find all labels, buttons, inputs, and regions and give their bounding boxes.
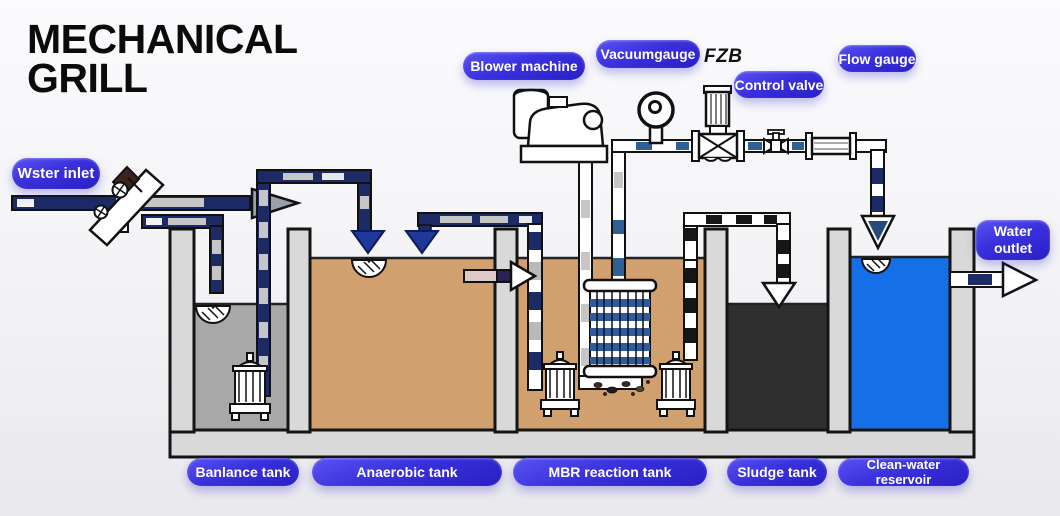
blower-machine bbox=[512, 88, 643, 390]
membrane-module bbox=[582, 278, 658, 396]
label-balance-tank: Banlance tank bbox=[187, 458, 299, 486]
water-outlet-arrow bbox=[1001, 260, 1039, 298]
flow-gauge-device bbox=[805, 132, 857, 160]
wall-balance-anaerobic bbox=[286, 227, 312, 434]
label-mbr-reaction-tank: MBR reaction tank bbox=[513, 458, 707, 486]
label-vacuum-gauge: Vacuumgauge bbox=[596, 40, 700, 68]
label-water-inlet: Wster inlet bbox=[12, 158, 100, 189]
balance-pump bbox=[229, 352, 271, 421]
anaerobic-inlet-arrow-1 bbox=[350, 230, 386, 255]
wall-sludge-clean bbox=[826, 227, 852, 434]
label-fzb: FZB bbox=[704, 46, 743, 67]
wall-mbr-sludge bbox=[703, 227, 729, 434]
mechanical-grill-device bbox=[88, 165, 165, 247]
tank-base-slab bbox=[168, 428, 976, 459]
vacuum-gauge-device bbox=[637, 91, 675, 145]
shutoff-valve-device bbox=[763, 129, 789, 155]
control-valve-device bbox=[691, 85, 745, 162]
surface-symbol-balance bbox=[194, 303, 232, 324]
sludge-tank-fill bbox=[725, 302, 830, 434]
label-water-outlet-line1: Water bbox=[993, 222, 1033, 239]
balance-riser-pipe bbox=[256, 169, 271, 397]
label-water-outlet: Water outlet bbox=[976, 220, 1050, 260]
label-water-outlet-line2: outlet bbox=[993, 240, 1033, 256]
label-clean-water-reservoir: Clean-water reservoir bbox=[838, 457, 969, 487]
wall-outer-left bbox=[168, 227, 196, 434]
through-wall-arrow bbox=[463, 259, 538, 293]
label-flow-gauge: Flow gauge bbox=[838, 45, 916, 72]
mbr-pump-right bbox=[656, 351, 696, 417]
wall-anaerobic-mbr bbox=[493, 227, 519, 434]
label-control-valve: Control valve bbox=[734, 71, 824, 98]
water-outlet-pipe bbox=[949, 260, 1039, 298]
label-blower-machine: Blower machine bbox=[463, 52, 585, 80]
grill-to-balance-pipe bbox=[141, 214, 224, 294]
sludge-debris bbox=[593, 380, 650, 396]
reservoir-inlet-arrow bbox=[859, 214, 897, 251]
overhead-pipe-run1 bbox=[256, 169, 386, 255]
page-title-line1: MECHANICAL bbox=[27, 16, 298, 62]
sludge-tank-arrow bbox=[760, 281, 798, 310]
surface-symbol-anaerobic bbox=[350, 257, 388, 278]
clean-water-fill bbox=[848, 255, 952, 434]
anaerobic-tank-water bbox=[308, 256, 497, 434]
label-anaerobic-tank: Anaerobic tank bbox=[312, 458, 502, 486]
wall-outer-right bbox=[948, 227, 976, 434]
page-title-line2: GRILL bbox=[27, 54, 148, 101]
label-sludge-tank: Sludge tank bbox=[727, 458, 827, 486]
mbr-pump-left bbox=[540, 351, 580, 417]
blower-body bbox=[526, 102, 605, 148]
anaerobic-inlet-arrow-2 bbox=[404, 230, 440, 255]
concrete-structure bbox=[168, 227, 976, 459]
blower-platform bbox=[519, 144, 609, 164]
water-surface-symbols bbox=[194, 257, 892, 324]
surface-symbol-clean-water bbox=[860, 258, 892, 274]
page-title: MECHANICAL GRILL bbox=[27, 16, 298, 101]
sludge-line bbox=[683, 212, 798, 361]
